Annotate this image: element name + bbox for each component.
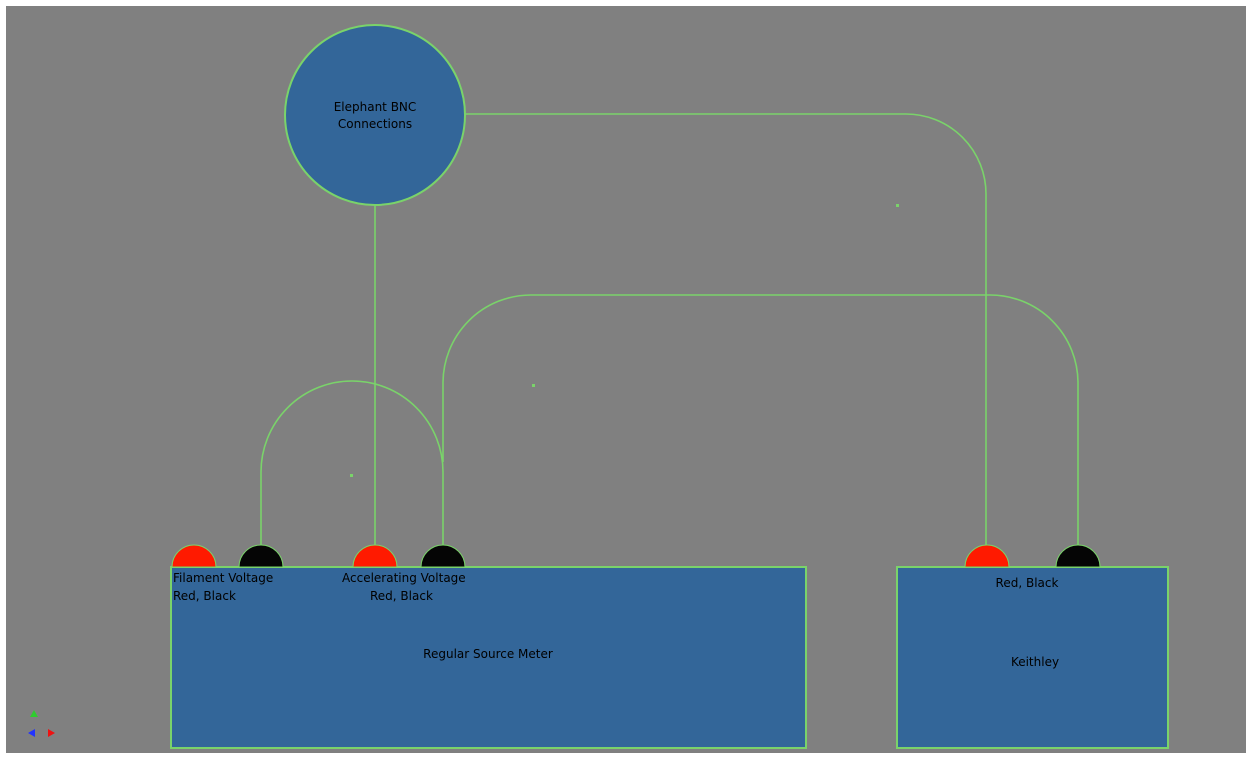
filament-label-line1: Filament Voltage bbox=[173, 571, 273, 585]
source-meter-title: Regular Source Meter bbox=[423, 647, 553, 661]
axis-gizmo-icon bbox=[28, 710, 55, 737]
accelerating-red-terminal[interactable] bbox=[352, 544, 398, 568]
wiring-diagram: Elephant BNC Connections Filament Voltag… bbox=[6, 6, 1246, 753]
filament-red-terminal[interactable] bbox=[171, 544, 217, 568]
diagram-viewport: Elephant BNC Connections Filament Voltag… bbox=[6, 6, 1246, 753]
accelerating-label-line2: Red, Black bbox=[370, 589, 433, 603]
wire-accelerating-black-to-keithley-black bbox=[442, 294, 1079, 554]
accelerating-black-terminal[interactable] bbox=[420, 544, 466, 568]
marker-dot bbox=[350, 474, 353, 477]
filament-label-line2: Red, Black bbox=[173, 589, 236, 603]
keithley-red-terminal[interactable] bbox=[964, 544, 1010, 568]
keithley-black-terminal[interactable] bbox=[1055, 544, 1101, 568]
source-meter-box[interactable] bbox=[170, 566, 807, 749]
wire-bnc-to-keithley-red bbox=[465, 113, 987, 556]
bnc-label-line1: Elephant BNC bbox=[334, 100, 417, 114]
keithley-terminals-label: Red, Black bbox=[996, 576, 1059, 590]
keithley-box[interactable] bbox=[896, 566, 1169, 749]
marker-dot bbox=[896, 204, 899, 207]
bnc-label-line2: Connections bbox=[338, 117, 412, 131]
wire-filament-black-to-accelerating-black bbox=[260, 380, 444, 554]
filament-black-terminal[interactable] bbox=[238, 544, 284, 568]
keithley-title: Keithley bbox=[1011, 655, 1059, 669]
bnc-connections-node[interactable] bbox=[284, 24, 466, 206]
accelerating-label-line1: Accelerating Voltage bbox=[342, 571, 466, 585]
marker-dot bbox=[532, 384, 535, 387]
